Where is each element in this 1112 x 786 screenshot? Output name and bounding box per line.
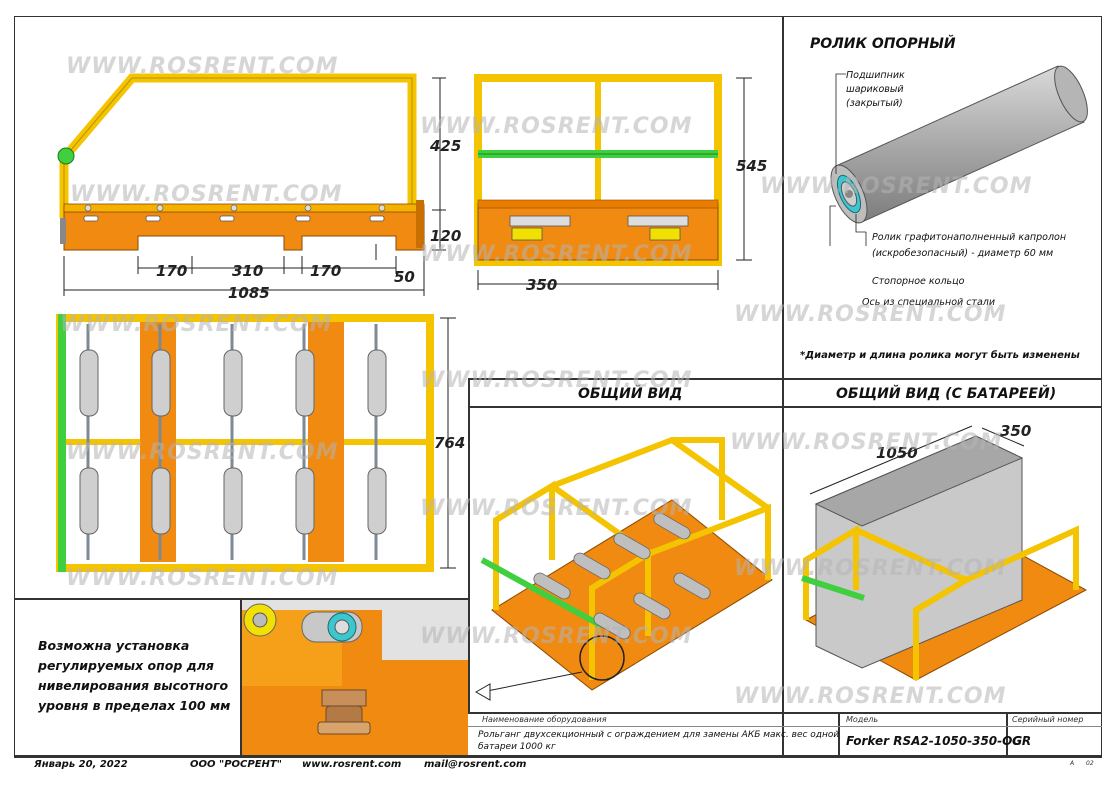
divider-title-block xyxy=(468,712,1102,714)
dim-battery-width: 350 xyxy=(1000,422,1032,440)
roller-label-bearing-3: (закрытый) xyxy=(846,98,903,109)
roller-footnote: *Диаметр и длина ролика могут быть измен… xyxy=(800,350,1080,361)
divider-info-box xyxy=(240,598,242,756)
footer-date: Январь 20, 2022 xyxy=(34,759,128,770)
title-equipment-line-1: Рольганг двухсекционный с ограждением дл… xyxy=(478,730,840,740)
battery-view-3d xyxy=(801,425,1088,681)
roller-label-ring: Стопорное кольцо xyxy=(872,276,965,287)
title-serial-value: GR xyxy=(1012,734,1032,748)
dim-front-425: 425 xyxy=(430,137,462,155)
divider-general-left xyxy=(468,378,470,712)
title-serial-header: Серийный номер xyxy=(1012,715,1084,724)
roller-label-material-2: (искробезопасный) - диаметр 60 мм xyxy=(872,248,1054,259)
dim-foot: 50 xyxy=(394,268,415,286)
front-view-drawing xyxy=(57,73,446,296)
roller-label-bearing-2: шариковый xyxy=(846,84,904,95)
info-line-2: регулируемых опор для xyxy=(38,658,214,673)
dim-front-120: 120 xyxy=(430,227,462,245)
divider-title-headers xyxy=(468,726,1102,727)
divider-footer xyxy=(14,756,1102,758)
divider-views xyxy=(468,378,1102,380)
title-sheet-a: A xyxy=(1070,760,1075,767)
drawing-frame xyxy=(14,16,1102,756)
side-view-drawing xyxy=(474,74,752,290)
roller-drawing xyxy=(829,65,1088,246)
roller-label-bearing-1: Подшипник xyxy=(846,70,905,81)
general-view-3d xyxy=(474,437,773,701)
title-model-header: Модель xyxy=(846,715,879,724)
adjustable-foot-detail xyxy=(242,600,468,755)
info-line-4: уровня в пределах 100 мм xyxy=(38,698,231,713)
divider-views-title xyxy=(468,406,1102,408)
title-sheet-no: 02 xyxy=(1086,760,1094,767)
dim-span-left: 170 xyxy=(156,262,188,280)
footer-company: ООО "РОСРЕНТ" xyxy=(190,759,282,770)
dim-total-length: 1085 xyxy=(228,284,270,302)
dim-side-545: 545 xyxy=(736,157,768,175)
plan-view-drawing xyxy=(56,314,456,572)
dim-battery-length: 1050 xyxy=(876,444,918,462)
title-model-value: Forker RSA2-1050-350-OG xyxy=(846,734,1023,748)
dim-plan-764: 764 xyxy=(434,434,466,452)
dim-span-right: 170 xyxy=(310,262,342,280)
info-line-3: нивелирования высотного xyxy=(38,678,229,693)
divider-right-panel xyxy=(782,16,784,756)
footer-site[interactable]: www.rosrent.com xyxy=(302,759,402,770)
info-line-1: Возможна установка xyxy=(38,638,190,653)
roller-label-axis: Ось из специальной стали xyxy=(862,297,996,308)
dim-span-mid: 310 xyxy=(232,262,264,280)
title-equipment-header: Наименование оборудования xyxy=(482,715,607,724)
title-equipment-line-2: батареи 1000 кг xyxy=(478,742,556,752)
roller-label-material-1: Ролик графитонаполненный капролон xyxy=(872,232,1067,243)
view-battery-title: ОБЩИЙ ВИД (С БАТАРЕЕЙ) xyxy=(836,386,1057,402)
view-general-title: ОБЩИЙ ВИД xyxy=(578,386,683,402)
divider-title-serial xyxy=(1006,712,1008,756)
footer-mail[interactable]: mail@rosrent.com xyxy=(424,759,527,770)
roller-title: РОЛИК ОПОРНЫЙ xyxy=(810,36,956,52)
divider-info-top xyxy=(14,598,468,600)
divider-title-model xyxy=(838,712,840,756)
dim-side-350: 350 xyxy=(526,276,558,294)
